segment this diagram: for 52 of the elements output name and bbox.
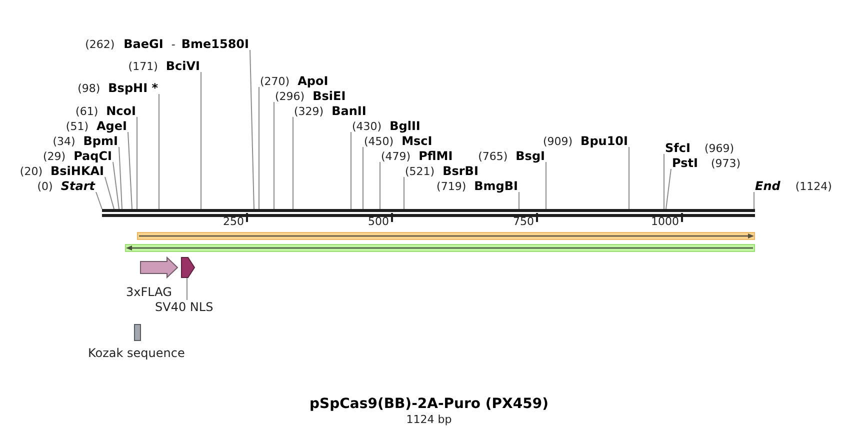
enzyme-site-label: (719) BmgBI — [436, 178, 518, 194]
enzyme-site-label: (29) PaqCI — [42, 148, 112, 164]
leader-line — [104, 176, 114, 210]
leader-line — [666, 168, 672, 210]
tick-label: 750 — [513, 216, 534, 228]
enzyme-site-label: PstI (973) — [672, 155, 741, 171]
enzyme-site-label: (270) ApoI — [260, 73, 328, 89]
enzyme-site-label: End (1124) — [755, 178, 832, 194]
enzyme-site-label: (171) BciVI — [128, 58, 200, 74]
feature-label: SV40 NLS — [155, 300, 214, 314]
tick-label: 500 — [368, 216, 389, 228]
leader-line — [292, 116, 294, 210]
leader-line — [96, 192, 102, 210]
leader-line — [200, 72, 202, 210]
leader-line — [112, 162, 120, 210]
leader-line — [258, 86, 260, 210]
feature-bar — [125, 244, 755, 252]
enzyme-site-label: (450) MscI — [364, 133, 432, 149]
leader-line — [158, 94, 160, 210]
enzyme-site-label: (262) BaeGI - Bme1580I — [85, 36, 249, 52]
leader-line — [128, 132, 132, 210]
feature-label: Kozak sequence — [88, 346, 185, 360]
enzyme-site-label: (20) BsiHKAI — [20, 163, 104, 179]
leader-line — [118, 146, 122, 210]
enzyme-site-label: SfcI (969) — [665, 140, 734, 156]
enzyme-site-label: (0) Start — [37, 178, 95, 194]
sequence-length: 1124 bp — [406, 413, 452, 426]
enzyme-site-label: (521) BsrBI — [405, 163, 478, 179]
leader-line — [518, 192, 520, 210]
tick-label: 250 — [223, 216, 244, 228]
enzyme-site-label: (329) BanII — [294, 103, 366, 119]
enzyme-site-label: (61) NcoI — [76, 103, 136, 119]
enzyme-site-label: (430) BglII — [352, 118, 420, 134]
tick-label: 1000 — [651, 216, 679, 228]
leader-line — [136, 116, 138, 210]
leader-line — [250, 50, 254, 210]
enzyme-site-label: (479) PflMI — [381, 148, 453, 164]
enzyme-site-label: (765) BsgI — [478, 148, 545, 164]
map-title: pSpCas9(BB)-2A-Puro (PX459) — [310, 396, 548, 413]
dna-backbone — [102, 209, 755, 217]
enzyme-site-label: (51) AgeI — [66, 118, 127, 134]
feature-block — [181, 257, 195, 278]
leader-line — [362, 146, 364, 210]
leader-line — [350, 132, 352, 210]
enzyme-site-label: (34) BpmI — [52, 133, 118, 149]
feature-bar — [137, 232, 755, 240]
enzyme-site-label: (98) BspHI * — [78, 80, 158, 96]
leader-line — [628, 146, 630, 210]
enzyme-site-label: (296) BsiEI — [275, 88, 346, 104]
leader-line — [186, 278, 188, 300]
enzyme-site-label: (909) Bpu10I — [542, 133, 628, 149]
feature-label: 3xFLAG — [126, 285, 172, 299]
